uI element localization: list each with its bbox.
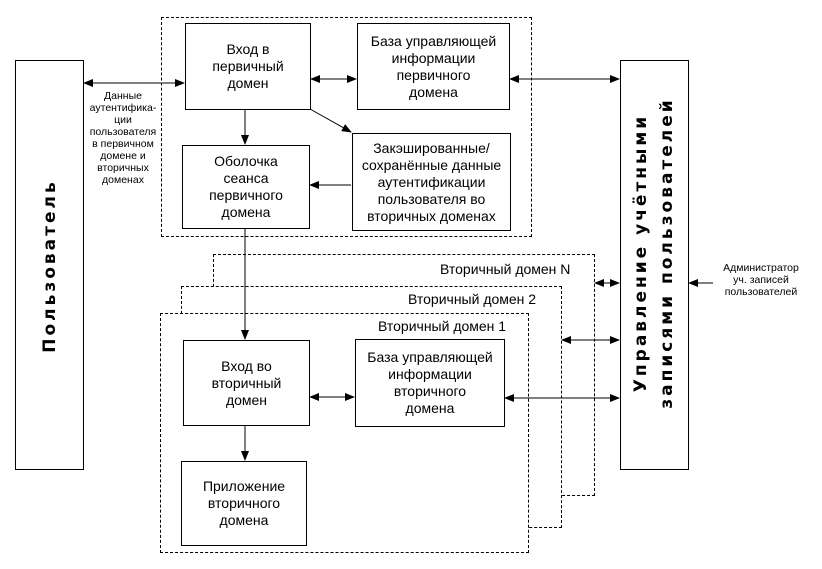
arrow-primary-login-cache: [309, 108, 352, 133]
auth-data-note: Данные аутентифика- ции пользователя в п…: [89, 90, 157, 186]
primary-shell-box: Оболочка сеанса первичного домена: [182, 145, 310, 229]
user-label: Пользователь: [40, 179, 60, 353]
account-management-box: Управление учётными записями пользовател…: [620, 60, 689, 470]
secondary-domain-1-label: Вторичный домен 1: [378, 318, 507, 334]
user-box: Пользователь: [15, 60, 84, 470]
account-management-label-line2: записями пользователей: [657, 97, 677, 409]
secondary-app-box: Приложение вторичного домена: [181, 461, 307, 546]
secondary-domain-2-label: Вторичный домен 2: [408, 291, 537, 307]
secondary-mib-box: База управляющей информации вторичного д…: [355, 339, 505, 427]
admin-note: Администратор уч. записей пользователей: [723, 262, 799, 298]
secondary-domain-n-label: Вторичный домен N: [440, 261, 571, 277]
cache-box: Закэшированные/ сохранённые данные аутен…: [352, 133, 511, 231]
secondary-login-box: Вход во вторичный домен: [183, 340, 310, 426]
primary-login-box: Вход в первичный домен: [185, 23, 311, 110]
account-management-label-line1: Управление учётными: [631, 113, 651, 393]
primary-mib-box: База управляющей информации первичного д…: [357, 23, 510, 110]
